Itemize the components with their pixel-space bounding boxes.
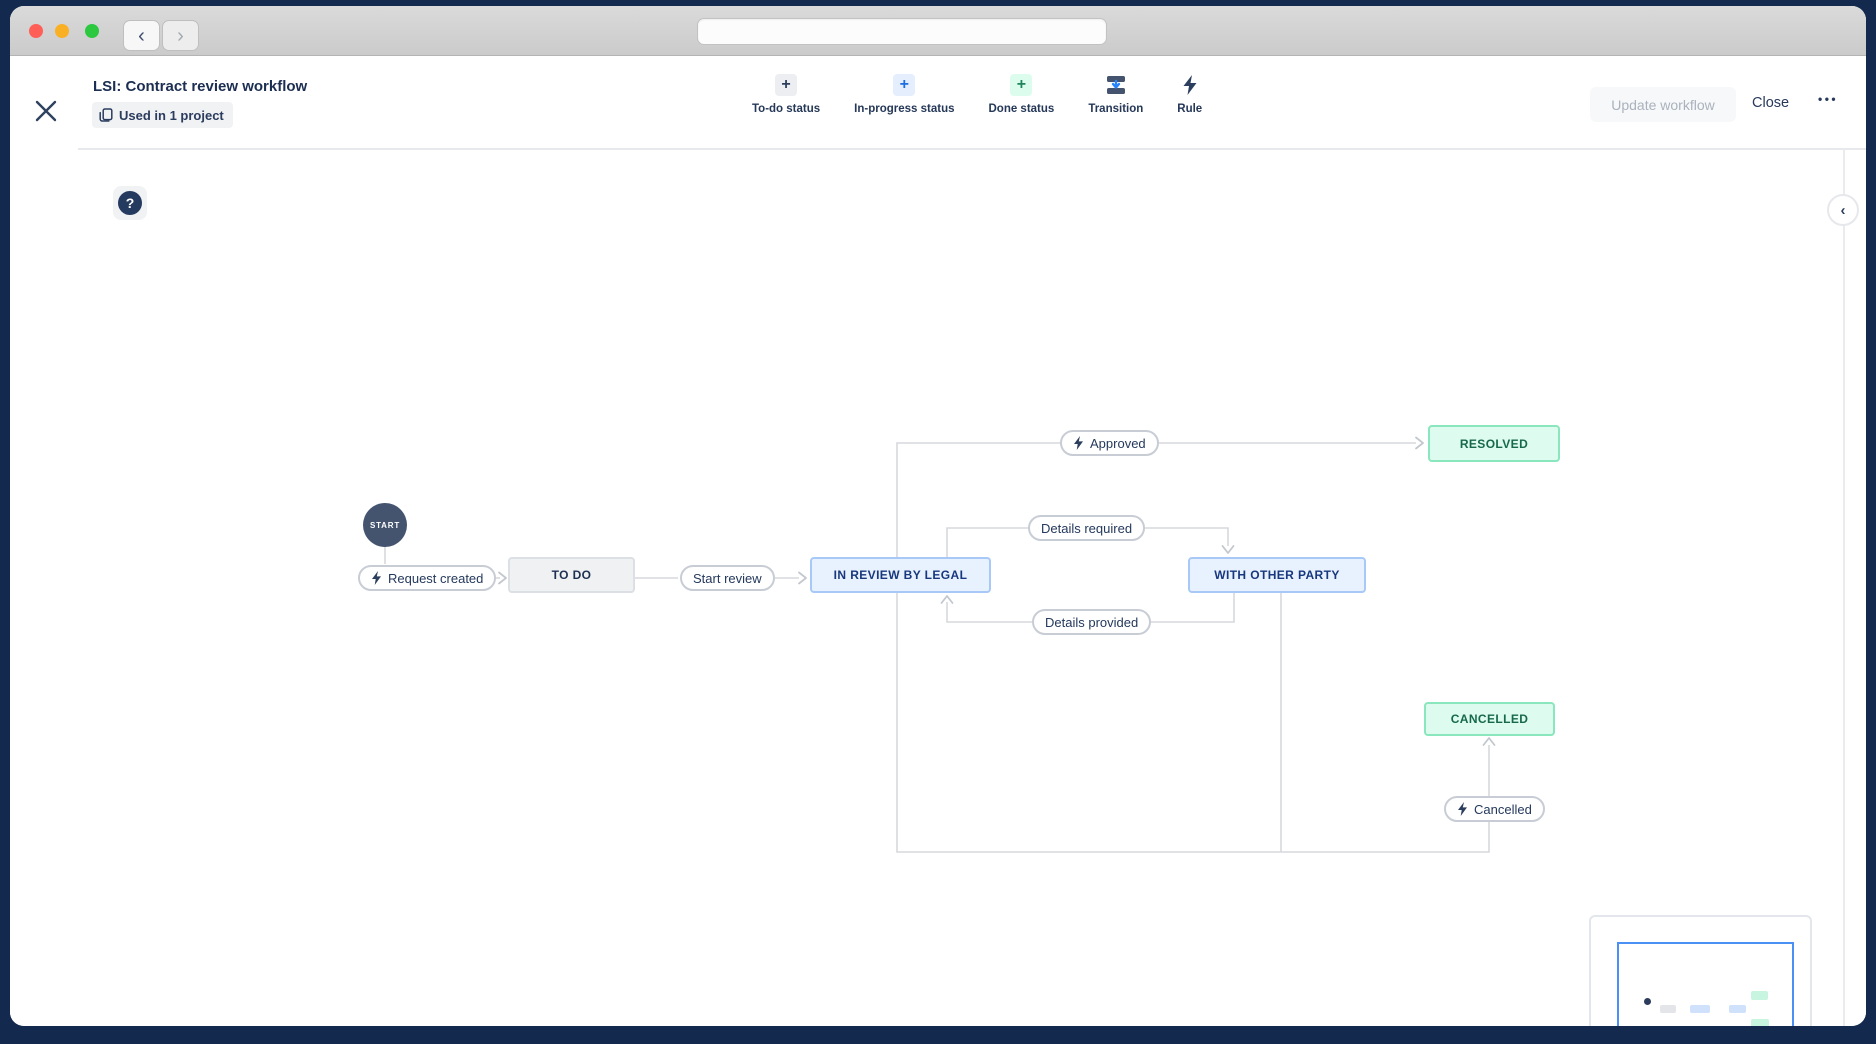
add-rule-button[interactable]: Rule [1177,74,1202,115]
question-mark-icon: ? [118,191,142,215]
tool-label: Transition [1088,103,1144,115]
plus-icon: + [893,74,916,96]
status-to-do[interactable]: TO DO [508,557,635,593]
start-label: START [369,520,401,530]
status-with-other-party[interactable]: WITH OTHER PARTY [1188,557,1366,593]
workflow-editor-header: LSI: Contract review workflow Used in 1 … [10,56,1866,150]
minimap[interactable] [1589,915,1812,1026]
chevron-left-icon: ‹ [1840,201,1846,219]
transition-details-required[interactable]: Details required [1028,515,1146,541]
status-in-review-by-legal[interactable]: IN REVIEW BY LEGAL [810,557,991,593]
plus-icon: + [775,74,798,96]
chevron-right-icon: › [177,24,184,47]
browser-window: ‹ › LSI: Contract review workflow Used i… [10,6,1866,1026]
lightning-icon [1179,74,1201,96]
used-in-projects-badge: Used in 1 project [92,102,233,128]
transition-start-review[interactable]: Start review [680,565,775,591]
lightning-icon [1074,436,1083,450]
transition-label: Approved [1090,435,1146,451]
minimap-cancelled-bar [1751,1019,1769,1026]
collapse-panel-button[interactable]: ‹ [1827,194,1859,226]
browser-back-button[interactable]: ‹ [123,20,160,51]
chevron-left-icon: ‹ [138,24,145,47]
used-in-projects-label: Used in 1 project [119,107,224,123]
transition-label: Details provided [1045,614,1139,630]
browser-titlebar: ‹ › [10,6,1866,56]
transition-details-provided[interactable]: Details provided [1032,609,1152,635]
workflow-canvas[interactable]: ? [10,150,1866,1026]
editor-toolbar: + To-do status + In-progress status + Do… [752,74,1202,115]
address-bar[interactable] [697,18,1107,45]
window-close-button[interactable] [29,24,43,38]
plus-icon: + [1010,74,1033,96]
transition-label: Cancelled [1474,801,1532,817]
close-button[interactable]: Close [1752,95,1790,111]
lightning-icon [372,571,381,585]
minimap-todo-bar [1660,1005,1676,1013]
transition-approved[interactable]: Approved [1060,430,1159,456]
add-todo-status-button[interactable]: + To-do status [752,74,820,115]
minimap-viewport[interactable] [1617,942,1794,1026]
start-node[interactable]: START [363,503,407,547]
status-resolved[interactable]: RESOLVED [1428,425,1560,462]
add-done-status-button[interactable]: + Done status [988,74,1054,115]
more-options-button[interactable]: ••• [1818,92,1839,106]
minimap-resolved-bar [1751,991,1768,1000]
add-inprogress-status-button[interactable]: + In-progress status [854,74,954,115]
window-minimize-button[interactable] [55,24,69,38]
minimap-inreview-bar [1690,1005,1710,1013]
transition-label: Start review [693,570,762,586]
status-cancelled[interactable]: CANCELLED [1424,702,1555,736]
window-zoom-button[interactable] [85,24,99,38]
close-editor-x-icon[interactable] [33,98,59,124]
transition-label: Details required [1041,520,1133,536]
right-panel-divider [1843,150,1845,1026]
transition-cancelled[interactable]: Cancelled [1444,796,1545,822]
tool-label: In-progress status [854,103,955,115]
copy-icon [99,108,113,122]
tool-label: Rule [1177,103,1203,115]
tool-label: Done status [988,103,1055,115]
transition-request-created[interactable]: Request created [358,565,497,591]
page-title: LSI: Contract review workflow [93,78,308,95]
transition-icon [1105,74,1127,96]
transition-label: Request created [388,570,484,586]
tool-label: To-do status [752,103,821,115]
minimap-otherparty-bar [1729,1005,1746,1013]
update-workflow-button[interactable]: Update workflow [1590,87,1736,122]
browser-forward-button[interactable]: › [162,20,199,51]
help-button[interactable]: ? [113,186,147,220]
minimap-start-dot [1644,998,1651,1005]
add-transition-button[interactable]: Transition [1088,74,1143,115]
lightning-icon [1458,802,1467,816]
